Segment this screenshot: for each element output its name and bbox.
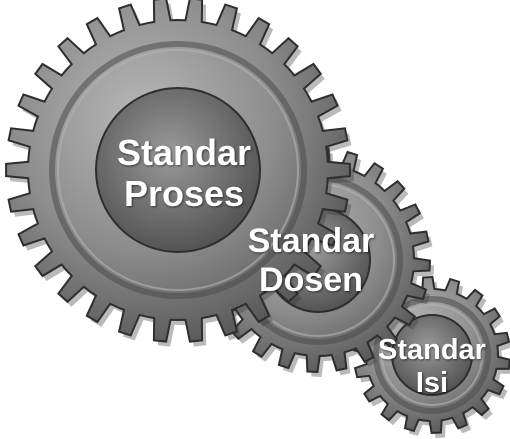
label-line: Isi <box>362 367 502 400</box>
label-line: Dosen <box>236 261 386 300</box>
gear-label-standar-dosen: Standar Dosen <box>236 222 386 300</box>
gear-label-standar-isi: Standar Isi <box>362 334 502 401</box>
label-line: Standar <box>104 132 264 173</box>
label-line: Standar <box>362 334 502 367</box>
label-line: Proses <box>104 173 264 214</box>
label-line: Standar <box>236 222 386 261</box>
gear-label-standar-proses: Standar Proses <box>104 132 264 215</box>
